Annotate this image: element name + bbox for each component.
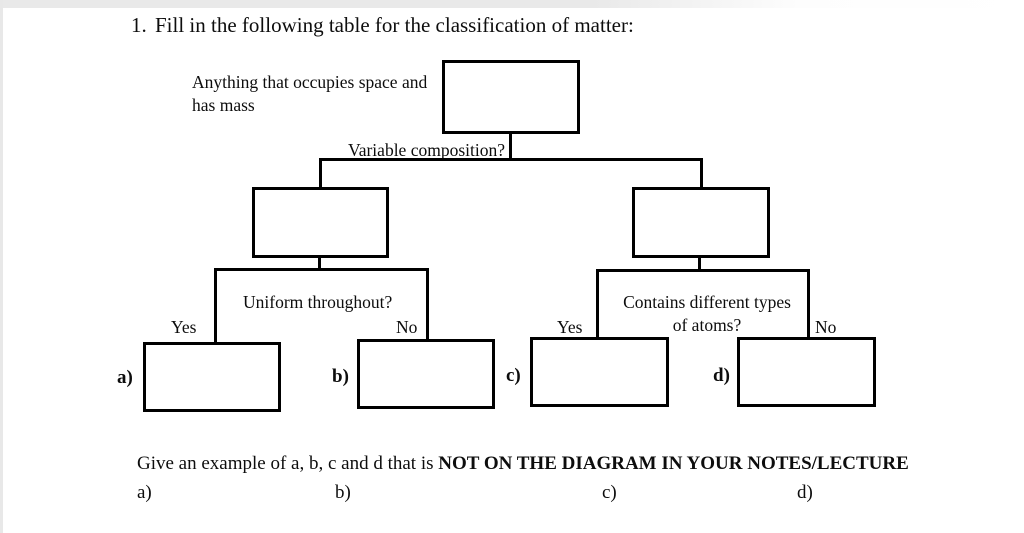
right-branch-no-label: No — [815, 317, 837, 337]
left-branch-no-drop-line — [426, 268, 429, 339]
answer-box-a-label: a) — [117, 367, 133, 388]
footer-answer-b-label[interactable]: b) — [335, 482, 351, 503]
right-branch-yes-label: Yes — [557, 317, 583, 337]
root-node-label: Anything that occupies space and has mas… — [192, 71, 427, 117]
root-stem-line — [509, 134, 512, 161]
matter-fill-in-box[interactable] — [442, 60, 580, 134]
left-branch-line — [214, 268, 429, 271]
right-branch-yes-drop-line — [596, 269, 599, 337]
level1-left-drop-line — [319, 158, 322, 188]
right-branch-no-drop-line — [807, 269, 810, 337]
left-branch-yes-drop-line — [214, 268, 217, 342]
left-branch-yes-label: Yes — [171, 317, 197, 337]
footer-answer-c-label[interactable]: c) — [602, 482, 617, 503]
window-left-edge — [0, 0, 3, 533]
window-top-edge — [0, 0, 1024, 8]
answer-box-b-label: b) — [332, 366, 349, 387]
question-number: 1. — [131, 13, 147, 37]
root-node-label-line1: Anything that occupies space and — [192, 72, 428, 92]
left-branch-question-label: Uniform throughout? — [243, 292, 393, 312]
answer-box-b[interactable] — [357, 339, 495, 409]
left-branch-stem-line — [318, 258, 321, 271]
right-branch-stem-line — [698, 258, 701, 272]
footer-answer-a-label[interactable]: a) — [137, 482, 152, 503]
level1-right-drop-line — [700, 158, 703, 188]
answer-box-d-label: d) — [713, 365, 730, 386]
level1-right-fill-in-box[interactable] — [632, 187, 770, 258]
right-branch-line — [596, 269, 810, 272]
footer-prompt-bold: NOT ON THE DIAGRAM IN YOUR NOTES/LECTURE — [438, 453, 909, 474]
right-branch-question-line2: of atoms? — [672, 315, 742, 335]
root-node-label-line2: has mass — [192, 95, 255, 115]
level1-question-label: Variable composition? — [348, 140, 505, 160]
left-branch-no-label: No — [396, 317, 418, 337]
right-branch-question-label: Contains different types of atoms? — [612, 291, 802, 337]
level1-left-fill-in-box[interactable] — [252, 187, 389, 258]
footer-answer-d-label[interactable]: d) — [797, 482, 813, 503]
footer-prompt: Give an example of a, b, c and d that is… — [137, 453, 909, 475]
question-title: Fill in the following table for the clas… — [155, 13, 634, 37]
answer-box-c[interactable] — [530, 337, 669, 407]
answer-box-c-label: c) — [506, 365, 521, 386]
footer-prompt-normal: Give an example of a, b, c and d that is — [137, 453, 439, 474]
level1-branch-line — [319, 158, 703, 161]
answer-box-a[interactable] — [143, 342, 281, 412]
answer-box-d[interactable] — [737, 337, 876, 407]
right-branch-question-line1: Contains different types — [623, 292, 791, 312]
